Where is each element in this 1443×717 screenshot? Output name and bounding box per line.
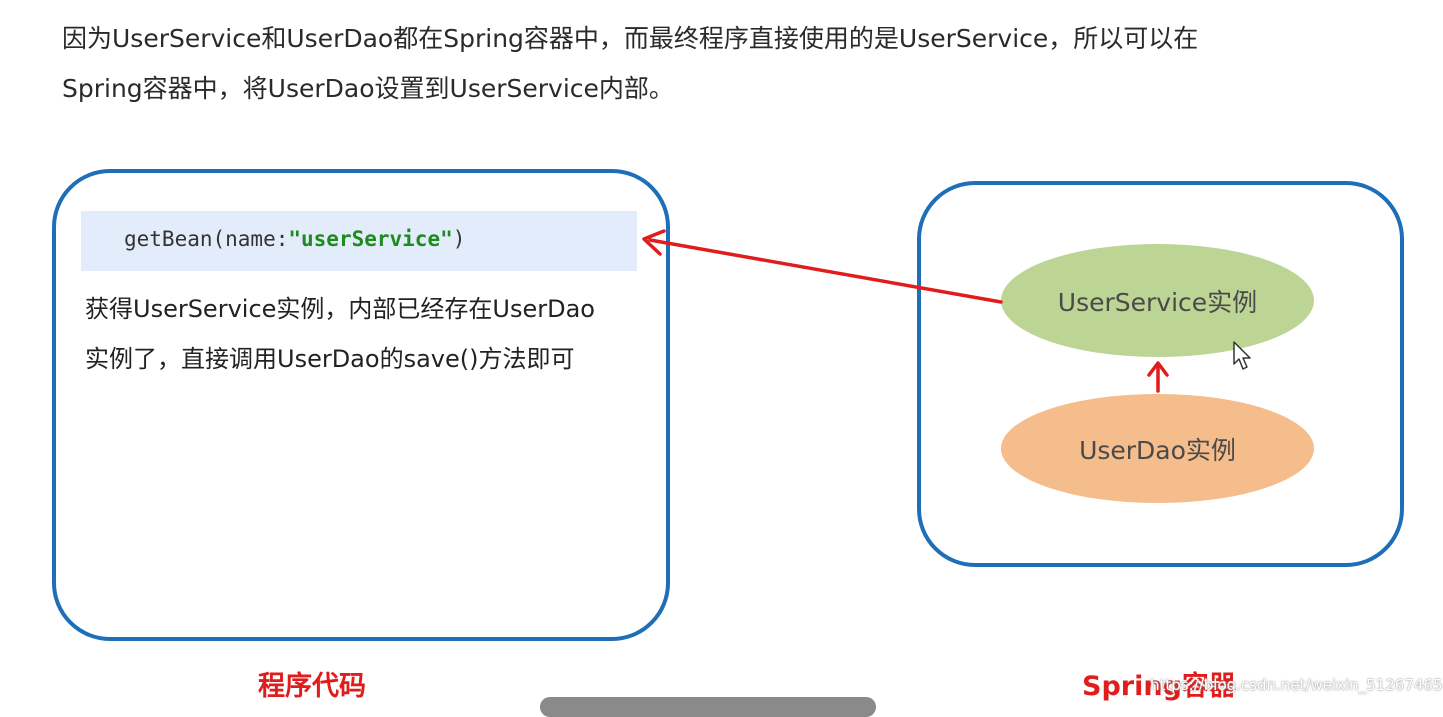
getbean-arrow (642, 229, 1003, 304)
spring-container-panel (917, 181, 1404, 567)
mouse-cursor-icon (1233, 341, 1251, 370)
code-description-line-1: 获得UserService实例，内部已经存在UserDao (85, 295, 595, 323)
arrows-layer (642, 229, 1169, 393)
code-description: 获得UserService实例，内部已经存在UserDao 实例了，直接调用Us… (85, 284, 665, 384)
video-player-bar[interactable] (540, 697, 876, 717)
spring-container-caption: Spring容器 (1082, 671, 1236, 702)
code-snippet: getBean(name:"userService") (81, 211, 637, 271)
program-code-panel (52, 169, 670, 641)
program-code-caption: 程序代码 (258, 671, 366, 702)
inject-arrow (1147, 361, 1169, 393)
intro-text: 因为UserService和UserDao都在Spring容器中，而最终程序直接… (62, 14, 1322, 114)
intro-line-1: 因为UserService和UserDao都在Spring容器中，而最终程序直接… (62, 24, 1199, 53)
watermark: https://blog.csdn.net/weixin_51267465 (1150, 676, 1443, 694)
userservice-instance-node: UserService实例 (1001, 244, 1314, 357)
userdao-instance-label: UserDao实例 (1079, 435, 1236, 465)
intro-line-2: Spring容器中，将UserDao设置到UserService内部。 (62, 74, 674, 103)
userdao-instance-node: UserDao实例 (1001, 394, 1314, 503)
code-string: "userService" (288, 227, 453, 251)
userservice-instance-label: UserService实例 (1057, 287, 1258, 317)
code-prefix: getBean(name: (124, 227, 289, 251)
code-suffix: ) (452, 227, 466, 251)
code-description-line-2: 实例了，直接调用UserDao的save()方法即可 (85, 345, 575, 373)
